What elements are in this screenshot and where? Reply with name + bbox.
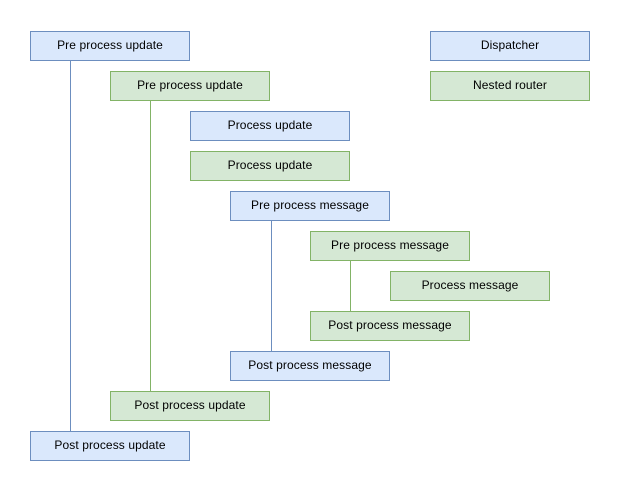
connector-n1-to-n11 <box>70 61 71 431</box>
node-label: Dispatcher <box>480 38 540 53</box>
node-label: Post process message <box>248 358 372 373</box>
node-label: Pre process update <box>137 78 243 93</box>
node-n11[interactable]: Post process update <box>30 431 190 461</box>
node-label: Post process update <box>134 398 246 413</box>
node-n4[interactable]: Process update <box>190 151 350 181</box>
node-n9[interactable]: Post process message <box>230 351 390 381</box>
node-label: Process update <box>227 158 313 173</box>
legend-node-l1[interactable]: Dispatcher <box>430 31 590 61</box>
node-n1[interactable]: Pre process update <box>30 31 190 61</box>
node-n5[interactable]: Pre process message <box>230 191 390 221</box>
connector-n5-to-n9 <box>271 221 272 351</box>
node-label: Process update <box>227 118 313 133</box>
node-n3[interactable]: Process update <box>190 111 350 141</box>
node-label: Post process message <box>328 318 452 333</box>
node-n7[interactable]: Process message <box>390 271 550 301</box>
node-label: Pre process message <box>251 198 369 213</box>
connector-n6-to-n8 <box>350 261 351 311</box>
node-n6[interactable]: Pre process message <box>310 231 470 261</box>
legend-node-l2[interactable]: Nested router <box>430 71 590 101</box>
node-label: Post process update <box>54 438 166 453</box>
node-n10[interactable]: Post process update <box>110 391 270 421</box>
node-n2[interactable]: Pre process update <box>110 71 270 101</box>
node-n8[interactable]: Post process message <box>310 311 470 341</box>
node-label: Pre process message <box>331 238 449 253</box>
node-label: Pre process update <box>57 38 163 53</box>
node-label: Process message <box>421 278 519 293</box>
node-label: Nested router <box>472 78 547 93</box>
connector-n2-to-n10 <box>150 101 151 391</box>
